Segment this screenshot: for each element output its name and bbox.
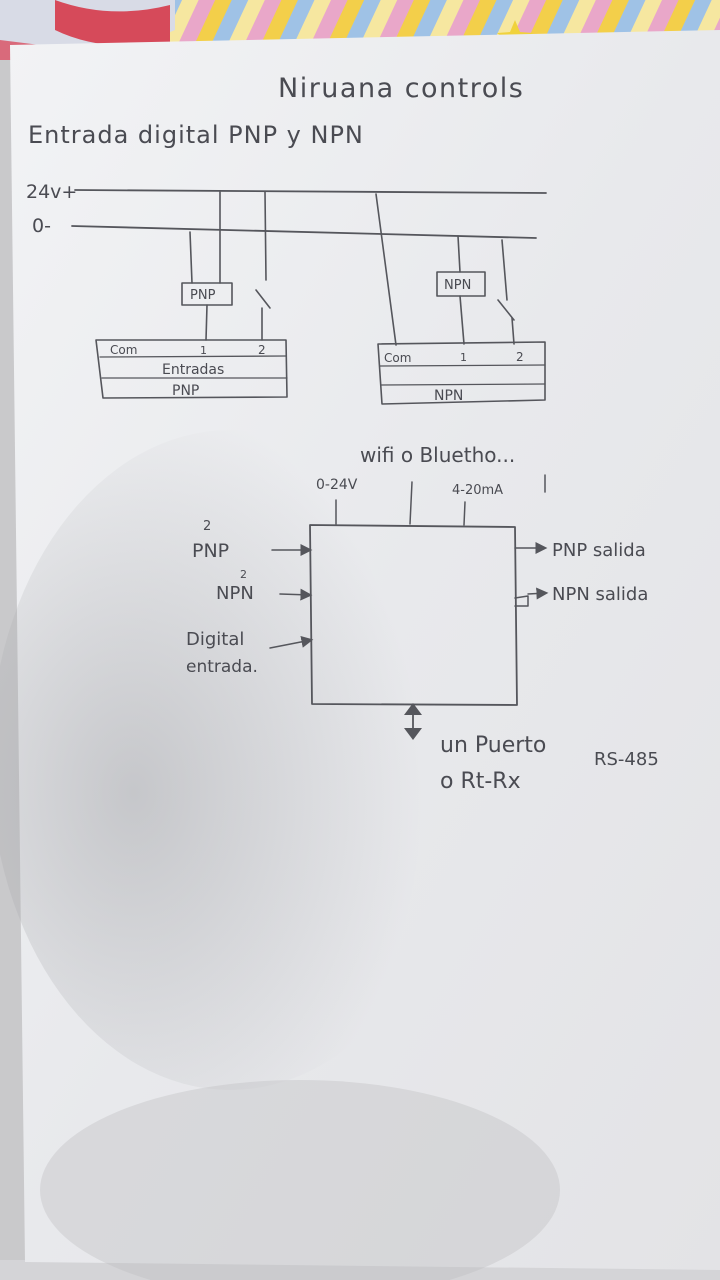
port-bidirectional-arrow [404,703,422,740]
input-digital-label-line2: entrada. [186,657,258,677]
input-pnp-count: 2 [203,519,211,534]
left-terminal-block: Com 1 2 Entradas PNP [95,339,288,399]
rail-label-positive: 24v+ [26,181,77,203]
diagram-subtitle: Entrada digital PNP y NPN [28,121,364,149]
input-digital-label: Digital [186,629,244,650]
right-terminal-com: Com [384,351,411,365]
left-terminal-1: 1 [200,344,207,357]
hand-shadow-lower [40,1080,560,1280]
port-protocol-label: RS-485 [594,749,659,770]
device-top-right-label: 4-20mA [452,483,503,498]
npn-sensor-box [436,271,486,297]
left-terminal-com: Com [110,343,137,357]
left-pnp-wiring: PNP [181,191,271,341]
output-npn-label: NPN salida [552,584,648,605]
port-label-line1: un Puerto [440,733,546,758]
input-npn-label: NPN [216,583,254,604]
right-npn-wiring: NPN [375,193,515,346]
pnp-sensor-label: PNP [190,288,216,303]
switch-contact [255,289,271,309]
right-row2-label: NPN [434,388,463,404]
switch-contact [497,299,515,321]
right-terminal-block: Com 1 2 NPN [377,341,546,405]
input-digital-arrow [269,635,314,649]
diagram-title: Niruana controls [278,73,524,104]
right-terminal-1: 1 [460,351,467,364]
input-npn-count: 2 [240,568,247,581]
input-pnp-label: PNP [192,540,229,562]
rail-positive [74,189,547,194]
port-label-line2: o Rt-Rx [440,769,521,794]
output-pnp-label: PNP salida [552,540,646,561]
device-top-left-label: 0-24V [316,477,358,493]
rail-label-negative: 0- [32,215,51,237]
output-npn-connector [514,595,529,607]
input-npn-arrow [279,588,313,601]
left-row1-label: Entradas [162,362,224,378]
device-top-note: wifi o Bluetho... [360,443,515,467]
npn-sensor-label: NPN [444,278,471,293]
top-wire [409,481,413,525]
output-npn-arrow [527,587,549,600]
top-wire [463,501,466,526]
hand-shadow [0,430,470,1090]
right-terminal-2: 2 [516,350,524,364]
left-row2-label: PNP [172,383,199,399]
left-terminal-2: 2 [258,343,266,357]
